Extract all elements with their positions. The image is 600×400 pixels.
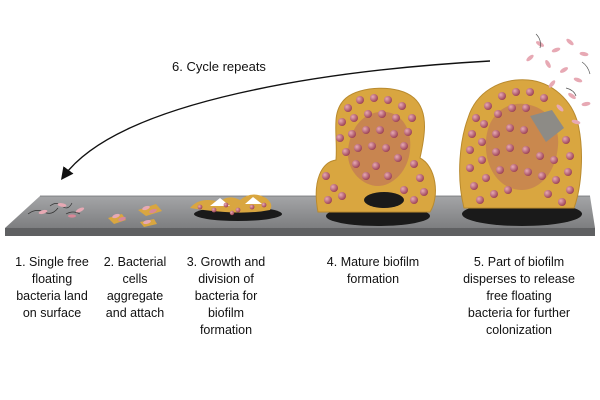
stage-4-label: 4. Mature biofilm formation	[326, 255, 420, 286]
cycle-repeats-label: 6. Cycle repeats	[172, 59, 266, 74]
stage-1-bacteria	[27, 202, 85, 218]
stage-3-growth	[190, 194, 282, 221]
stage-2-aggregate	[108, 204, 162, 227]
stage-5-dispersal	[459, 33, 591, 226]
stage-1-label: 1. Single free floating bacteria land on…	[15, 255, 89, 320]
stage-5-label: 5. Part of biofilm disperses to release …	[463, 255, 575, 337]
stage-3-label: 3. Growth and division of bacteria for b…	[186, 255, 266, 337]
stage-4-mature-biofilm	[315, 87, 436, 226]
cycle-arrow	[61, 60, 491, 181]
stage-2-label: 2. Bacterial cells aggregate and attach	[103, 255, 167, 320]
